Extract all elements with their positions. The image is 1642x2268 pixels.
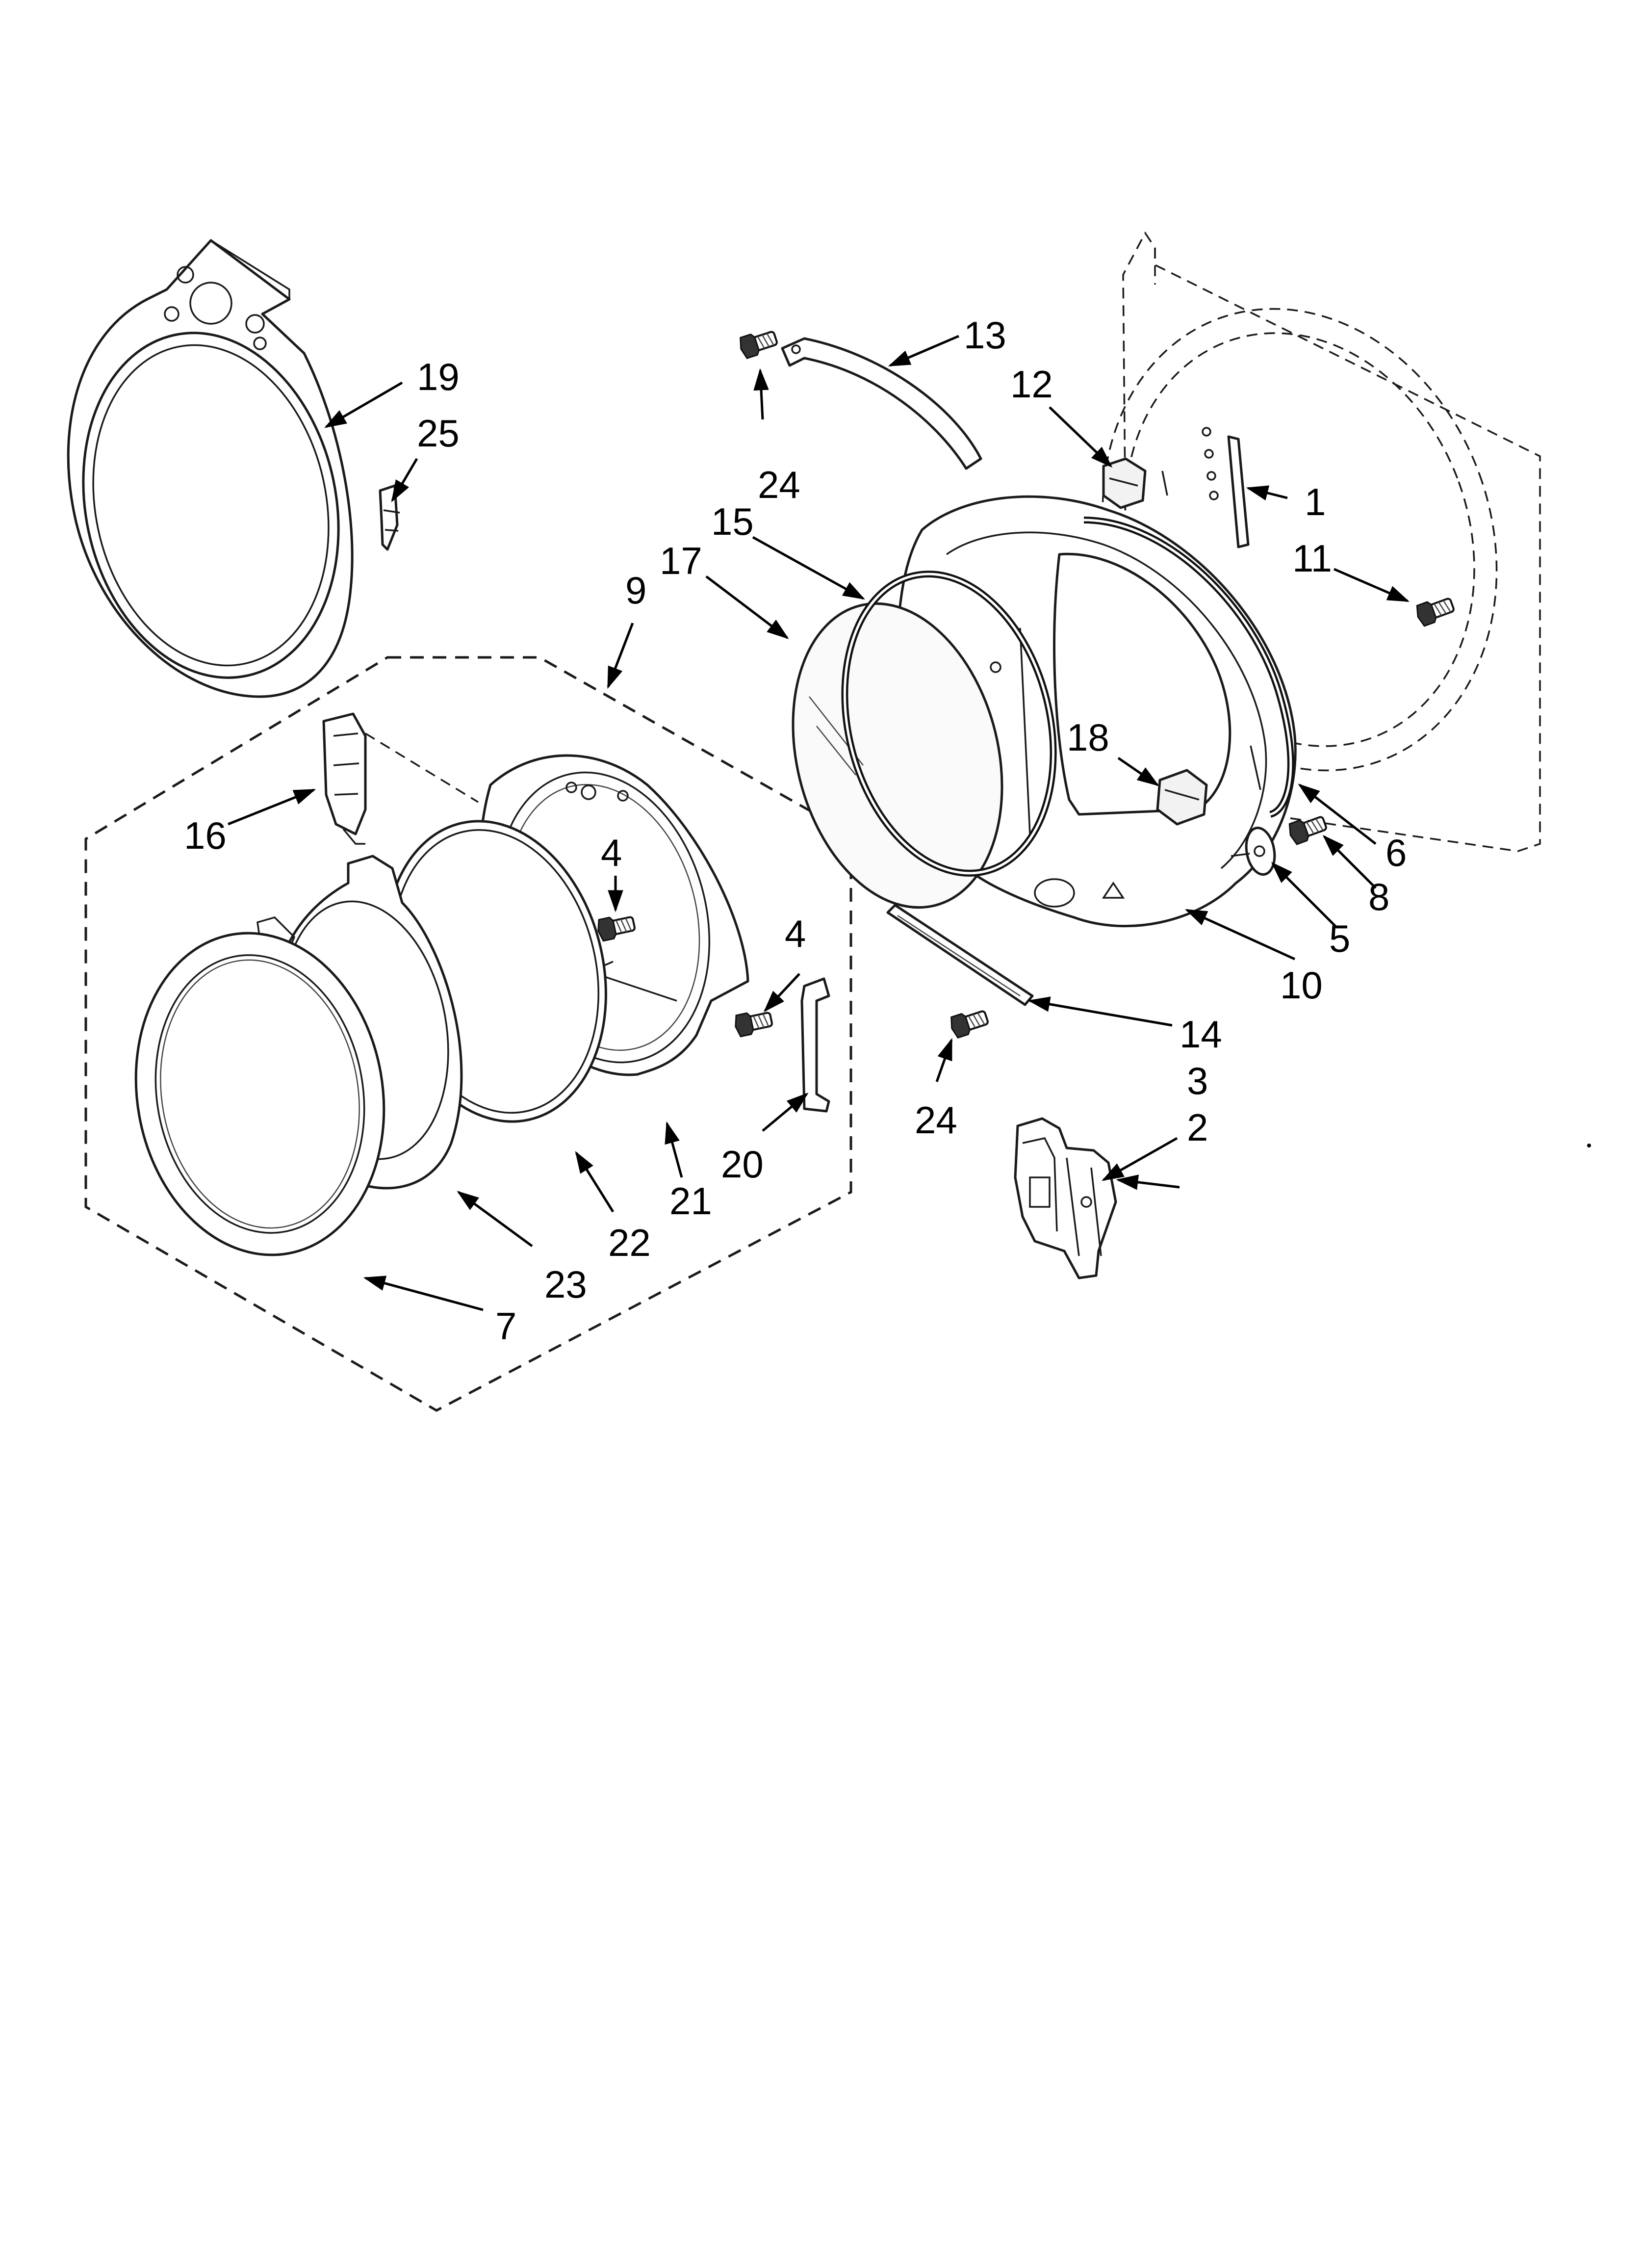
callout-23: 23 [544, 1263, 587, 1306]
callout-11: 11 [1292, 537, 1332, 580]
callout-14: 14 [1180, 1013, 1222, 1056]
callout-15: 15 [711, 500, 754, 543]
screw-24b [947, 1006, 991, 1040]
callout-2: 2 [1187, 1106, 1208, 1149]
callout-6: 6 [1385, 831, 1407, 874]
leader-lines [228, 335, 1410, 1311]
door-assembly-boundary [84, 656, 852, 1412]
screw-11 [1413, 593, 1457, 628]
bracket-part-1 [1227, 435, 1250, 548]
callout-12: 12 [1010, 363, 1053, 406]
latch-bracket-part-20 [800, 977, 830, 1113]
callout-19: 19 [417, 355, 460, 398]
outer-front-panel-part-19 [67, 239, 354, 698]
callout-4a: 4 [601, 831, 622, 874]
callout-7: 7 [495, 1304, 516, 1348]
callout-5: 5 [1329, 917, 1350, 960]
hinge-bracket-part-16 [322, 712, 479, 845]
callout-22: 22 [608, 1221, 651, 1264]
callout-9: 9 [625, 569, 646, 612]
callout-24a: 24 [758, 463, 800, 506]
callout-20: 20 [721, 1143, 764, 1186]
callout-18: 18 [1067, 716, 1109, 759]
callout-21: 21 [669, 1179, 712, 1223]
callout-3: 3 [1187, 1059, 1208, 1102]
stray-dot [1587, 1144, 1591, 1147]
callout-17: 17 [660, 539, 702, 582]
strip-part-14 [886, 904, 1034, 1006]
screw-8 [1285, 811, 1330, 846]
latch-switch-part-18 [1156, 769, 1208, 826]
door-lock-part-2 [1014, 1117, 1117, 1279]
callout-24b: 24 [915, 1098, 957, 1142]
door-outer-ring-part-7 [134, 932, 385, 1256]
callout-16: 16 [184, 814, 227, 857]
callout-8: 8 [1368, 875, 1389, 918]
callout-1: 1 [1305, 480, 1326, 523]
callout-10: 10 [1280, 964, 1323, 1007]
hinge-strap-part-13 [781, 337, 982, 470]
callout-4b: 4 [785, 912, 806, 955]
callout-13: 13 [964, 313, 1006, 357]
plate-part-5 [1231, 826, 1276, 876]
callout-25: 25 [417, 412, 460, 455]
clip-part-12 [1102, 457, 1147, 509]
callout-labels: 19 25 9 16 4 4 20 21 22 23 7 13 12 24 15… [184, 313, 1407, 1348]
screw-24a [736, 326, 780, 361]
screw-4b [732, 1007, 774, 1039]
door-gasket-part-15 [841, 571, 1057, 877]
